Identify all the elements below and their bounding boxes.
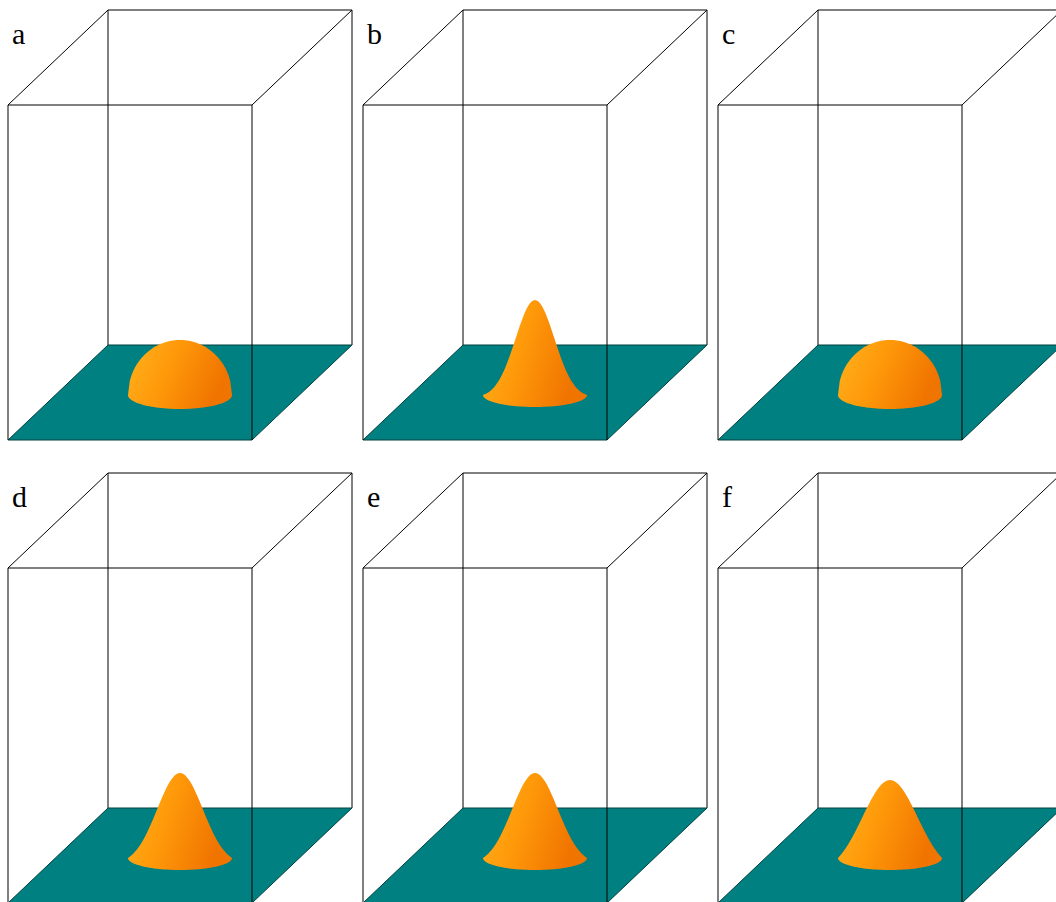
box-back-edge: [108, 10, 352, 345]
panel-letter: b: [365, 19, 384, 49]
box-top-edge: [363, 473, 463, 568]
box-top-edge: [718, 473, 818, 568]
box-top-edge: [363, 10, 463, 105]
droplet-shape: [128, 773, 232, 870]
box-back-edge: [463, 473, 707, 808]
panel-figure: [363, 10, 707, 440]
box-top-edge: [252, 10, 352, 105]
box-front-edge: [363, 105, 607, 440]
box-front-edge: [8, 568, 252, 902]
panel-letter: a: [10, 19, 27, 49]
box-back-edge: [108, 473, 352, 808]
panel-figure: [363, 473, 707, 902]
box-front-edge: [363, 568, 607, 902]
panel-letter: e: [365, 482, 382, 512]
box-top-edge: [607, 473, 707, 568]
box-top-edge: [962, 10, 1056, 105]
box-top-edge: [962, 473, 1056, 568]
box-front-edge: [718, 568, 962, 902]
panel-figure: [8, 10, 352, 440]
box-back-edge: [818, 473, 1056, 808]
box-top-edge: [718, 10, 818, 105]
panel-letter: d: [10, 482, 29, 512]
box-top-edge: [607, 10, 707, 105]
droplet-shape: [483, 773, 587, 870]
box-back-edge: [463, 10, 707, 345]
box-front-edge: [718, 105, 962, 440]
panel-figure: [718, 10, 1056, 440]
box-front-edge: [8, 105, 252, 440]
panel-figure: [8, 473, 352, 902]
droplet-shape: [838, 780, 942, 870]
box-top-edge: [8, 10, 108, 105]
droplet-shape: [483, 300, 587, 407]
box-back-edge: [818, 10, 1056, 345]
panel-figure: [718, 473, 1056, 902]
box-top-edge: [8, 473, 108, 568]
panel-letter: f: [720, 482, 734, 512]
droplet-shape: [838, 340, 942, 409]
panel-letter: c: [720, 19, 737, 49]
box-top-edge: [252, 473, 352, 568]
droplet-shape: [128, 340, 232, 409]
